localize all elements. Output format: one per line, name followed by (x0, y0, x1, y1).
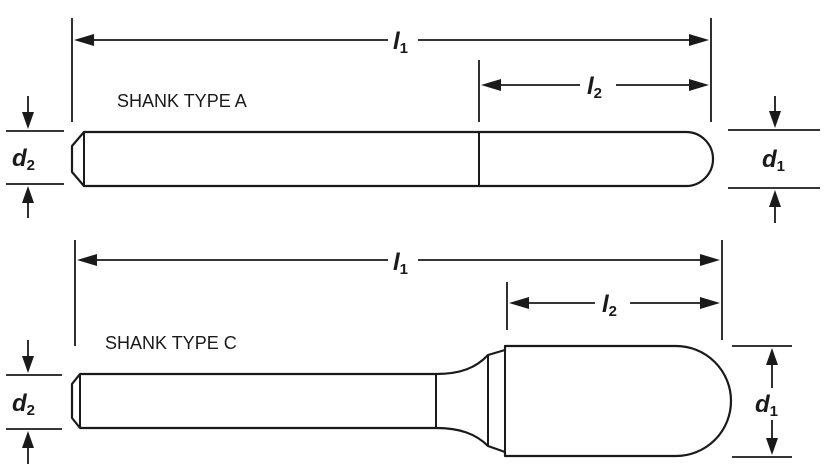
shank-a-l1-sub: 1 (400, 40, 408, 57)
shank-c-d2-symbol: d (12, 390, 28, 417)
shank-a-label: SHANK TYPE A (117, 91, 247, 111)
shank-a-d1-sub: 1 (777, 158, 785, 175)
shank-a-l2-sub: 2 (594, 85, 602, 102)
svg-text:l1: l1 (393, 249, 408, 278)
svg-text:l2: l2 (602, 291, 617, 320)
svg-text:d2: d2 (12, 145, 35, 174)
shank-a-d2-dimension: d2 (6, 96, 64, 218)
shank-c-d1-symbol: d (755, 391, 771, 418)
shank-c-l2-dimension: l2 (506, 282, 720, 330)
svg-text:d2: d2 (12, 390, 35, 419)
shank-a-l1-dimension: l1 (71, 18, 712, 122)
shank-c-l2-symbol: l (602, 291, 610, 318)
shank-c-label: SHANK TYPE C (105, 333, 237, 353)
shank-a-l2-dimension: l2 (478, 60, 709, 122)
shank-c-d2-dimension: d2 (6, 340, 62, 464)
shank-c-l1-sub: 1 (400, 261, 408, 278)
shank-a-l2-symbol: l (587, 73, 595, 100)
shank-a-d2-symbol: d (12, 145, 28, 172)
shank-a-d1-dimension: d1 (728, 96, 820, 223)
shank-a-outline (70, 130, 715, 188)
svg-text:l2: l2 (587, 73, 602, 102)
shank-type-a: SHANK TYPE A l1 l2 d (6, 18, 820, 223)
svg-text:d1: d1 (755, 391, 778, 420)
shank-a-d2-sub: 2 (27, 157, 35, 174)
svg-text:l1: l1 (393, 28, 408, 57)
shank-c-l1-dimension: l1 (74, 240, 723, 346)
shank-c-d2-sub: 2 (27, 402, 35, 419)
shank-c-d1-sub: 1 (770, 403, 778, 420)
shank-c-outline (70, 344, 733, 458)
svg-text:d1: d1 (762, 146, 785, 175)
shank-c-d1-dimension: d1 (732, 345, 792, 458)
shank-c-l2-sub: 2 (609, 303, 617, 320)
shank-c-l1-symbol: l (393, 249, 401, 276)
shank-a-l1-symbol: l (393, 28, 401, 55)
shank-type-c: SHANK TYPE C l1 l2 d (6, 240, 792, 464)
shank-a-d1-symbol: d (762, 146, 778, 173)
